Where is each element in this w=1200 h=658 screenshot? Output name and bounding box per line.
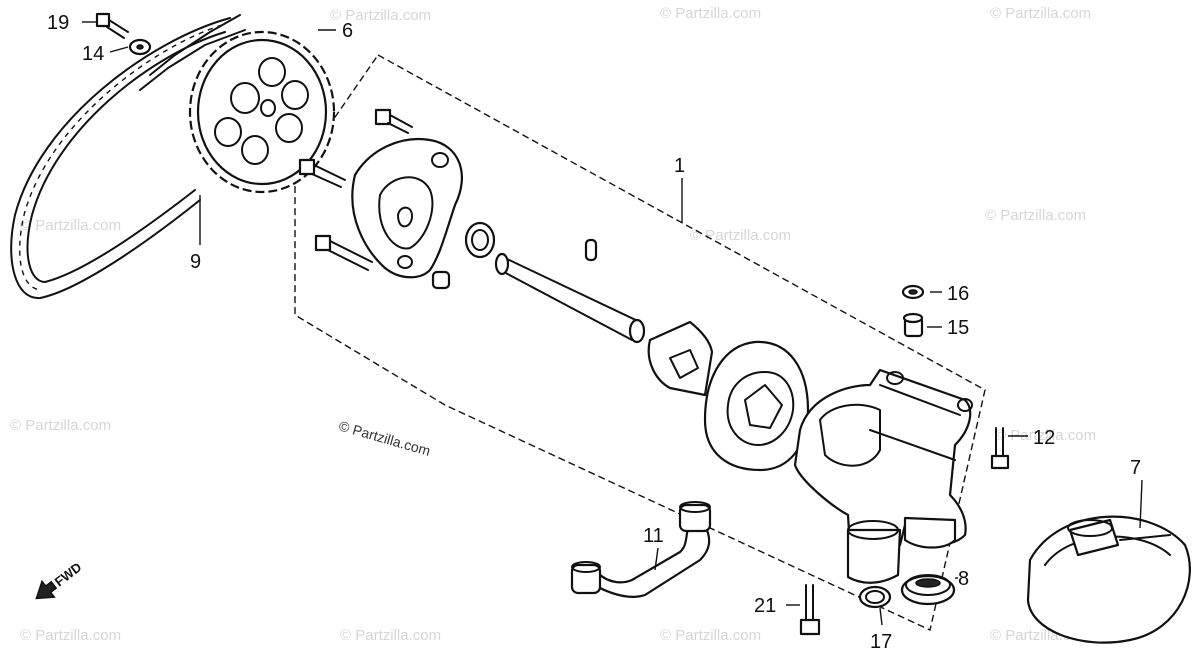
watermarks: © Partzilla.com © Partzilla.com © Partzi… [10,5,1096,644]
oil-strainer-7 [1026,515,1191,644]
cam-chain [10,14,246,300]
callout-16: 16 [947,283,969,305]
cover-bolts [298,108,413,271]
callout-17: 17 [870,631,892,653]
watermark-11: © Partzilla.com [660,627,761,644]
o-ring-17 [858,585,892,609]
copyright-text: © Partzilla.com [337,418,432,459]
oil-pipe-11 [570,501,712,598]
callout-14: 14 [82,43,104,65]
callout-6: 6 [342,20,353,42]
assembly-boundary [294,54,986,631]
outer-rotor [703,340,810,472]
bolt-12 [990,427,1010,470]
pump-cover [351,137,463,290]
watermark-4: © Partzilla.com [20,217,121,234]
watermark-10: © Partzilla.com [340,627,441,644]
watermark-5: © Partzilla.com [690,227,791,244]
direction-label: FWD [52,559,85,589]
forward-direction-indicator: FWD [35,559,85,600]
oil-seal-8 [900,574,956,606]
callout-8: 8 [958,568,969,590]
watermark-7: © Partzilla.com [10,417,111,434]
callout-9: 9 [190,251,201,273]
pump-body [793,368,973,584]
callout-11: 11 [643,525,664,547]
bolt-19 [95,12,129,39]
callouts: 19 14 6 9 1 16 15 12 7 8 11 21 17 [47,12,1141,653]
inner-rotor [647,320,714,397]
collar-15 [902,312,924,338]
pump-shaft [494,238,646,344]
o-ring [464,221,496,259]
callout-12: 12 [1033,427,1055,449]
bolt-21 [799,584,821,636]
forward-arrow-icon [35,579,58,600]
driven-sprocket [188,30,336,194]
watermark-2: © Partzilla.com [660,5,761,22]
watermark-8: © Partzilla.com [995,427,1096,444]
callout-21: 21 [754,595,776,617]
watermark-1: © Partzilla.com [330,7,431,24]
callout-19: 19 [47,12,69,34]
callout-7: 7 [1130,457,1141,479]
callout-15: 15 [947,317,969,339]
watermark-3: © Partzilla.com [990,5,1091,22]
watermark-6: © Partzilla.com [985,207,1086,224]
callout-1: 1 [674,155,685,177]
leader-lines [82,21,1143,626]
watermark-9: © Partzilla.com [20,627,121,644]
